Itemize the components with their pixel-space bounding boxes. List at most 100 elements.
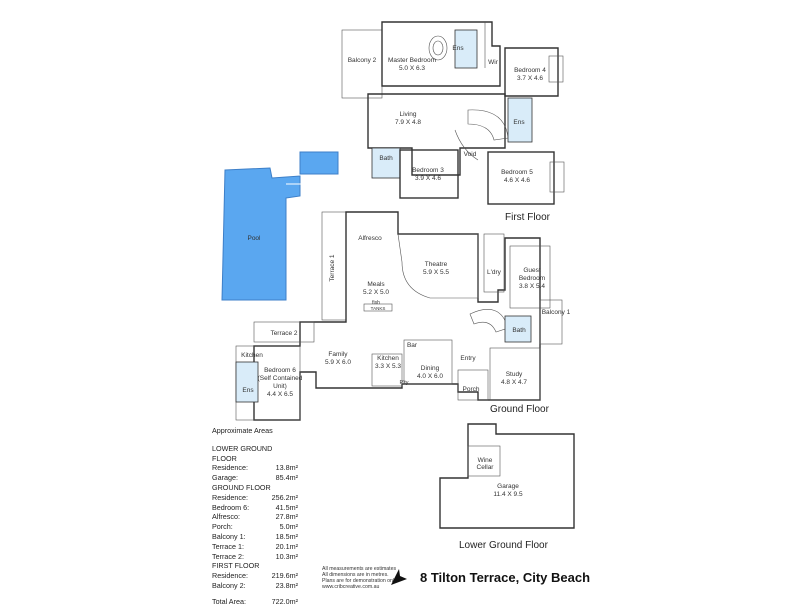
label-meals-size: 5.2 X 5.0 xyxy=(363,289,389,296)
label-guest-bedroom: Bedroom xyxy=(519,275,545,282)
label-entry: Entry xyxy=(460,355,476,362)
area-value: 85.4m² xyxy=(275,473,298,483)
theatre-walls xyxy=(397,233,479,299)
area-row: Garage: 85.4m² xyxy=(212,473,298,483)
ensuite-tile xyxy=(454,29,478,69)
disclaimer-line: Plans are for demonstration only. xyxy=(322,578,398,584)
fish-tanks xyxy=(363,303,393,312)
area-row: Terrace 1: 20.1m² xyxy=(212,542,298,552)
area-label: Balcony 1: xyxy=(212,531,246,541)
bedroom-4-balcony xyxy=(548,55,564,83)
label-kitchen-unit: Kitchen xyxy=(241,352,263,359)
area-value: 23.8m² xyxy=(275,580,298,590)
area-value: 27.8m² xyxy=(275,512,298,522)
lower-ground-floor xyxy=(439,423,575,529)
area-label: Alfresco: xyxy=(212,512,240,522)
spa xyxy=(299,151,339,175)
label-terrace-1: Terrace 1 xyxy=(329,254,336,281)
dining-walls xyxy=(403,339,453,385)
disclaimer-line: All measurements are estimates xyxy=(322,566,397,572)
wine-cellar-walls xyxy=(467,445,501,477)
label-pantry: P'ty xyxy=(400,380,409,386)
label-void: Void xyxy=(464,151,477,158)
master-suite-walls xyxy=(381,21,501,87)
void-curve xyxy=(454,129,479,161)
property-address: 8 Tilton Terrace, City Beach xyxy=(420,570,591,585)
bedroom-5-balcony xyxy=(549,161,565,193)
area-row: Bedroom 6:41.5m² xyxy=(212,503,298,513)
area-row: Terrace 2:10.3m² xyxy=(212,552,298,562)
laundry-walls xyxy=(483,233,505,293)
bedroom-3-walls xyxy=(399,149,459,199)
label-bedroom-6: Bedroom 6 xyxy=(264,367,296,374)
area-label: Garage: xyxy=(212,473,238,483)
label-study-size: 4.8 X 4.7 xyxy=(501,379,527,386)
bath-first-tile xyxy=(371,147,401,179)
area-label: Residence: xyxy=(212,492,248,502)
areas-lower-ground-heading-1: LOWER GROUND xyxy=(212,443,273,453)
label-family-size: 5.9 X 6.0 xyxy=(325,359,351,366)
label-guest: Guest xyxy=(523,267,541,274)
balcony-1-outline xyxy=(539,299,563,345)
label-laundry: L'dry xyxy=(487,269,502,276)
areas-lower-ground-heading-2: FLOOR xyxy=(212,453,237,463)
label-ens-unit: Ens xyxy=(242,387,254,394)
label-pool: Pool xyxy=(247,235,261,242)
porch-outline xyxy=(457,369,489,401)
area-row: Residence: 13.8m² xyxy=(212,463,298,473)
area-label: Porch: xyxy=(212,522,233,532)
label-kitchen: Kitchen xyxy=(377,355,399,362)
label-living: Living xyxy=(400,111,417,118)
area-label: Residence: xyxy=(212,571,248,581)
total-area-value: 722.0m² xyxy=(271,596,298,606)
areas-first-floor-heading: FIRST FLOOR xyxy=(212,561,260,571)
room-labels: Balcony 2 Master Bedroom 5.0 X 6.3 Ens W… xyxy=(241,45,571,551)
area-label: Terrace 2: xyxy=(212,551,244,561)
areas-heading: Approximate Areas xyxy=(212,426,273,435)
first-floor xyxy=(341,21,565,205)
title-first-floor: First Floor xyxy=(505,212,551,223)
label-porch: Porch xyxy=(463,386,480,393)
label-living-size: 7.9 X 4.8 xyxy=(395,119,421,126)
study-walls xyxy=(489,347,541,401)
label-guest-bedroom-size: 3.8 X 5.4 xyxy=(519,283,545,290)
label-bedroom-6-size: 4.4 X 6.5 xyxy=(267,391,293,398)
label-bath-first: Bath xyxy=(379,155,393,162)
area-value: 13.8m² xyxy=(275,463,298,473)
area-label: Terrace 1: xyxy=(212,541,244,551)
area-value: 219.6m² xyxy=(271,571,298,581)
north-arrow-icon xyxy=(391,569,407,585)
label-family: Family xyxy=(328,351,348,358)
ground-floor-walls xyxy=(253,211,541,421)
areas-ground-floor-heading: GROUND FLOOR xyxy=(212,482,271,492)
label-bedroom-5: Bedroom 5 xyxy=(501,169,533,176)
ensuite-2-tile xyxy=(507,97,533,143)
label-theatre: Theatre xyxy=(425,261,448,268)
label-alfresco: Alfresco xyxy=(358,235,382,242)
label-bar: Bar xyxy=(407,342,418,349)
total-area-label: Total Area: xyxy=(212,596,246,606)
label-ens-first: Ens xyxy=(513,119,525,126)
pool xyxy=(221,167,301,301)
lower-ground-walls xyxy=(439,423,575,529)
label-wine: Wine xyxy=(478,457,493,464)
ground-floor xyxy=(235,211,563,421)
area-label: Bedroom 6: xyxy=(212,502,250,512)
ground-stair xyxy=(469,309,509,333)
label-bedroom-4: Bedroom 4 xyxy=(514,67,546,74)
label-balcony-2: Balcony 2 xyxy=(348,57,377,64)
label-bedroom-3: Bedroom 3 xyxy=(412,167,444,174)
total-area-row: Total Area: 722.0m² xyxy=(212,597,298,607)
label-cellar: Cellar xyxy=(477,464,495,471)
label-study: Study xyxy=(506,371,523,378)
bedroom-4-walls xyxy=(504,47,559,97)
area-row: Porch:5.0m² xyxy=(212,522,298,532)
area-label: Residence: xyxy=(212,463,248,473)
area-value: 20.1m² xyxy=(275,541,298,551)
spiral-stair xyxy=(467,109,509,141)
label-master-bedroom-size: 5.0 X 6.3 xyxy=(399,65,425,72)
label-garage: Garage xyxy=(497,483,519,490)
terrace-2-outline xyxy=(253,321,315,343)
title-lower-ground-floor: Lower Ground Floor xyxy=(459,540,549,551)
area-row: Residence: 219.6m² xyxy=(212,571,298,581)
